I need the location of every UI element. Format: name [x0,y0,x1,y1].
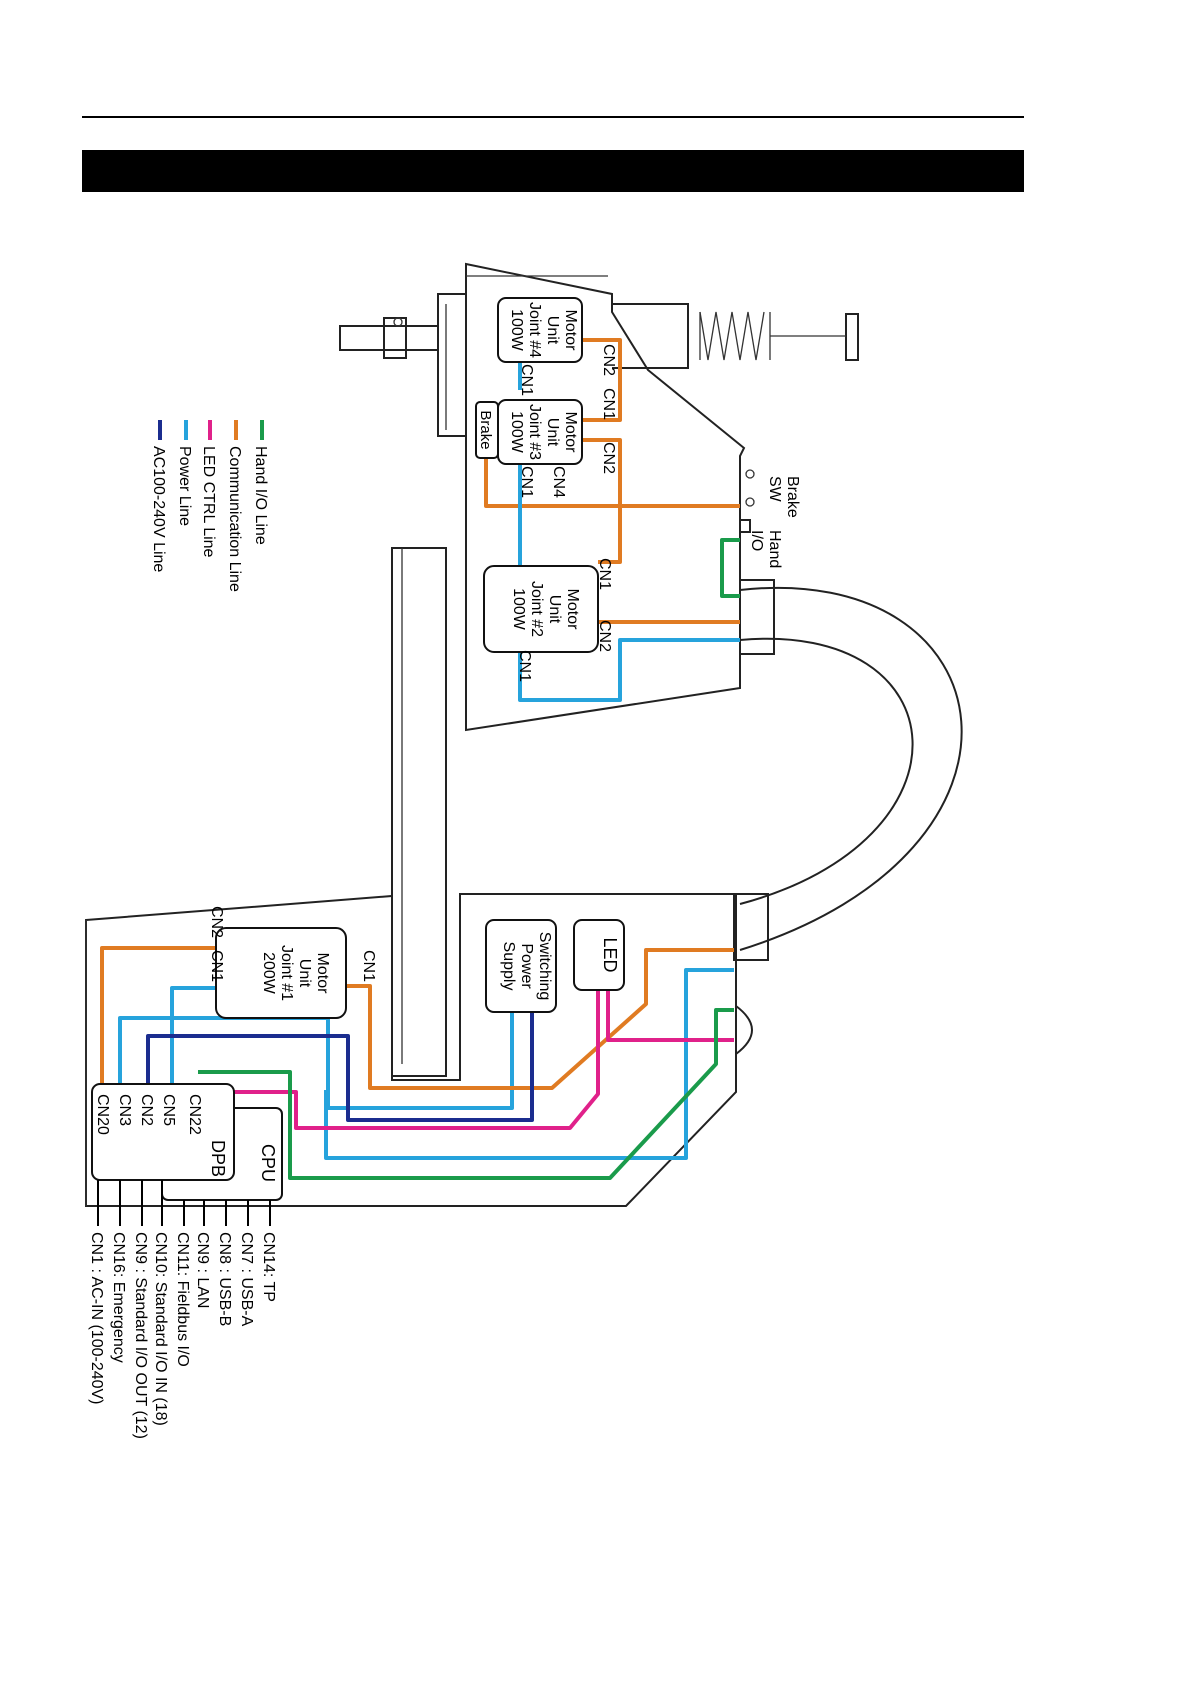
label-line: Power [518,943,535,989]
led-box: LED [573,919,625,991]
j3-cn4-label: CN4 [550,466,567,498]
label-line: Motor [564,589,581,631]
label-line: Joint #4 [526,302,543,358]
label-line: 100W [510,588,527,631]
header-bar [82,150,1024,192]
dpb-port: CN20 [94,1094,111,1135]
connector-label: CN1 : AC-IN (100-240V) [88,1232,105,1405]
connector-labels: CN2 CN1 CN1 CN2 CN1 CN4 CN1 CN2 CN1 CN2 … [208,344,617,982]
label-line: Unit [544,316,561,345]
connector-label: CN9 : Standard I/O OUT (12) [132,1232,149,1439]
j4-cn1-label: CN1 [518,364,535,396]
led-label: LED [600,937,620,972]
legend-label: Power Line [176,446,193,526]
dpb-box: DPB CN22 CN5 CN2 CN3 CN20 [91,1083,235,1181]
cpu-label: CPU [258,1144,278,1182]
j1-cn1-right-label: CN1 [360,950,377,982]
label-line: Switching [536,932,553,1000]
connector-label: CN11: Fieldbus I/O [174,1232,191,1367]
connector-label: CN14: TP [260,1232,277,1302]
brake-label: Brake [477,410,494,449]
comm-wire [484,338,740,624]
label-line: Brake [784,476,801,518]
label-line: 100W [508,411,525,454]
label-line: 200W [260,952,277,995]
label-line: Motor [314,953,331,995]
label-line: Unit [544,418,561,447]
handio-wire-base [198,1008,734,1180]
connector-label: CN8 : USB-B [216,1232,233,1326]
legend-label: AC100-240V Line [150,446,167,572]
header-rule [82,116,1024,118]
label-line: Unit [296,959,313,988]
label-line: Motor [562,412,579,454]
j3-cn2-label: CN2 [600,442,617,474]
legend: Hand I/O Line Communication Line LED CTRL … [150,420,269,592]
j1-cn2-label: CN2 [208,906,225,938]
comm-wire-base [100,946,734,1090]
ledctrl-wire [186,990,734,1130]
label-line: Supply [500,942,517,991]
ac-wire [146,996,534,1122]
legend-label: LED CTRL Line [200,446,217,558]
label-line: 100W [508,309,525,352]
dpb-port: CN3 [116,1094,133,1126]
dpb-ports: CN22 CN5 CN2 CN3 CN20 [94,1094,203,1135]
handio-wire [720,538,740,598]
arm-outline [85,262,963,1207]
connector-label: CN16: Emergency [110,1232,127,1363]
j4-cn2-label: CN2 [600,344,617,376]
j4-cn1-top-label: CN1 [600,388,617,420]
brake-box: Brake [475,401,499,459]
dpb-port: CN5 [160,1094,177,1126]
legend-label: Communication Line [226,446,243,592]
connector-label: CN9 : LAN [194,1232,211,1308]
connector-label: CN10: Standard I/O IN (18) [152,1232,169,1426]
label-line: Hand [766,530,783,568]
label-line: Motor [562,310,579,352]
dpb-port: CN22 [186,1094,203,1135]
connector-label: CN7 : USB-A [238,1232,255,1327]
label-line: Unit [546,595,563,624]
label-line: Joint #1 [278,945,295,1001]
dpb-label: DPB [208,1140,228,1177]
dpb-port: CN2 [138,1094,155,1126]
j2-cn2-label: CN2 [596,620,613,652]
legend-label: Hand I/O Line [252,446,269,545]
label-line: I/O [748,530,765,551]
label-line: SW [766,476,783,503]
label-line: Joint #3 [526,404,543,460]
wires [100,338,740,1180]
j1-cn1-left-label: CN1 [208,950,225,982]
label-line: Joint #2 [528,581,545,637]
j3-cn1-label: CN1 [518,466,535,498]
power-wire [518,362,740,702]
j2-cn1-top-label: CN1 [596,558,613,590]
j2-cn1-label: CN1 [516,650,533,682]
